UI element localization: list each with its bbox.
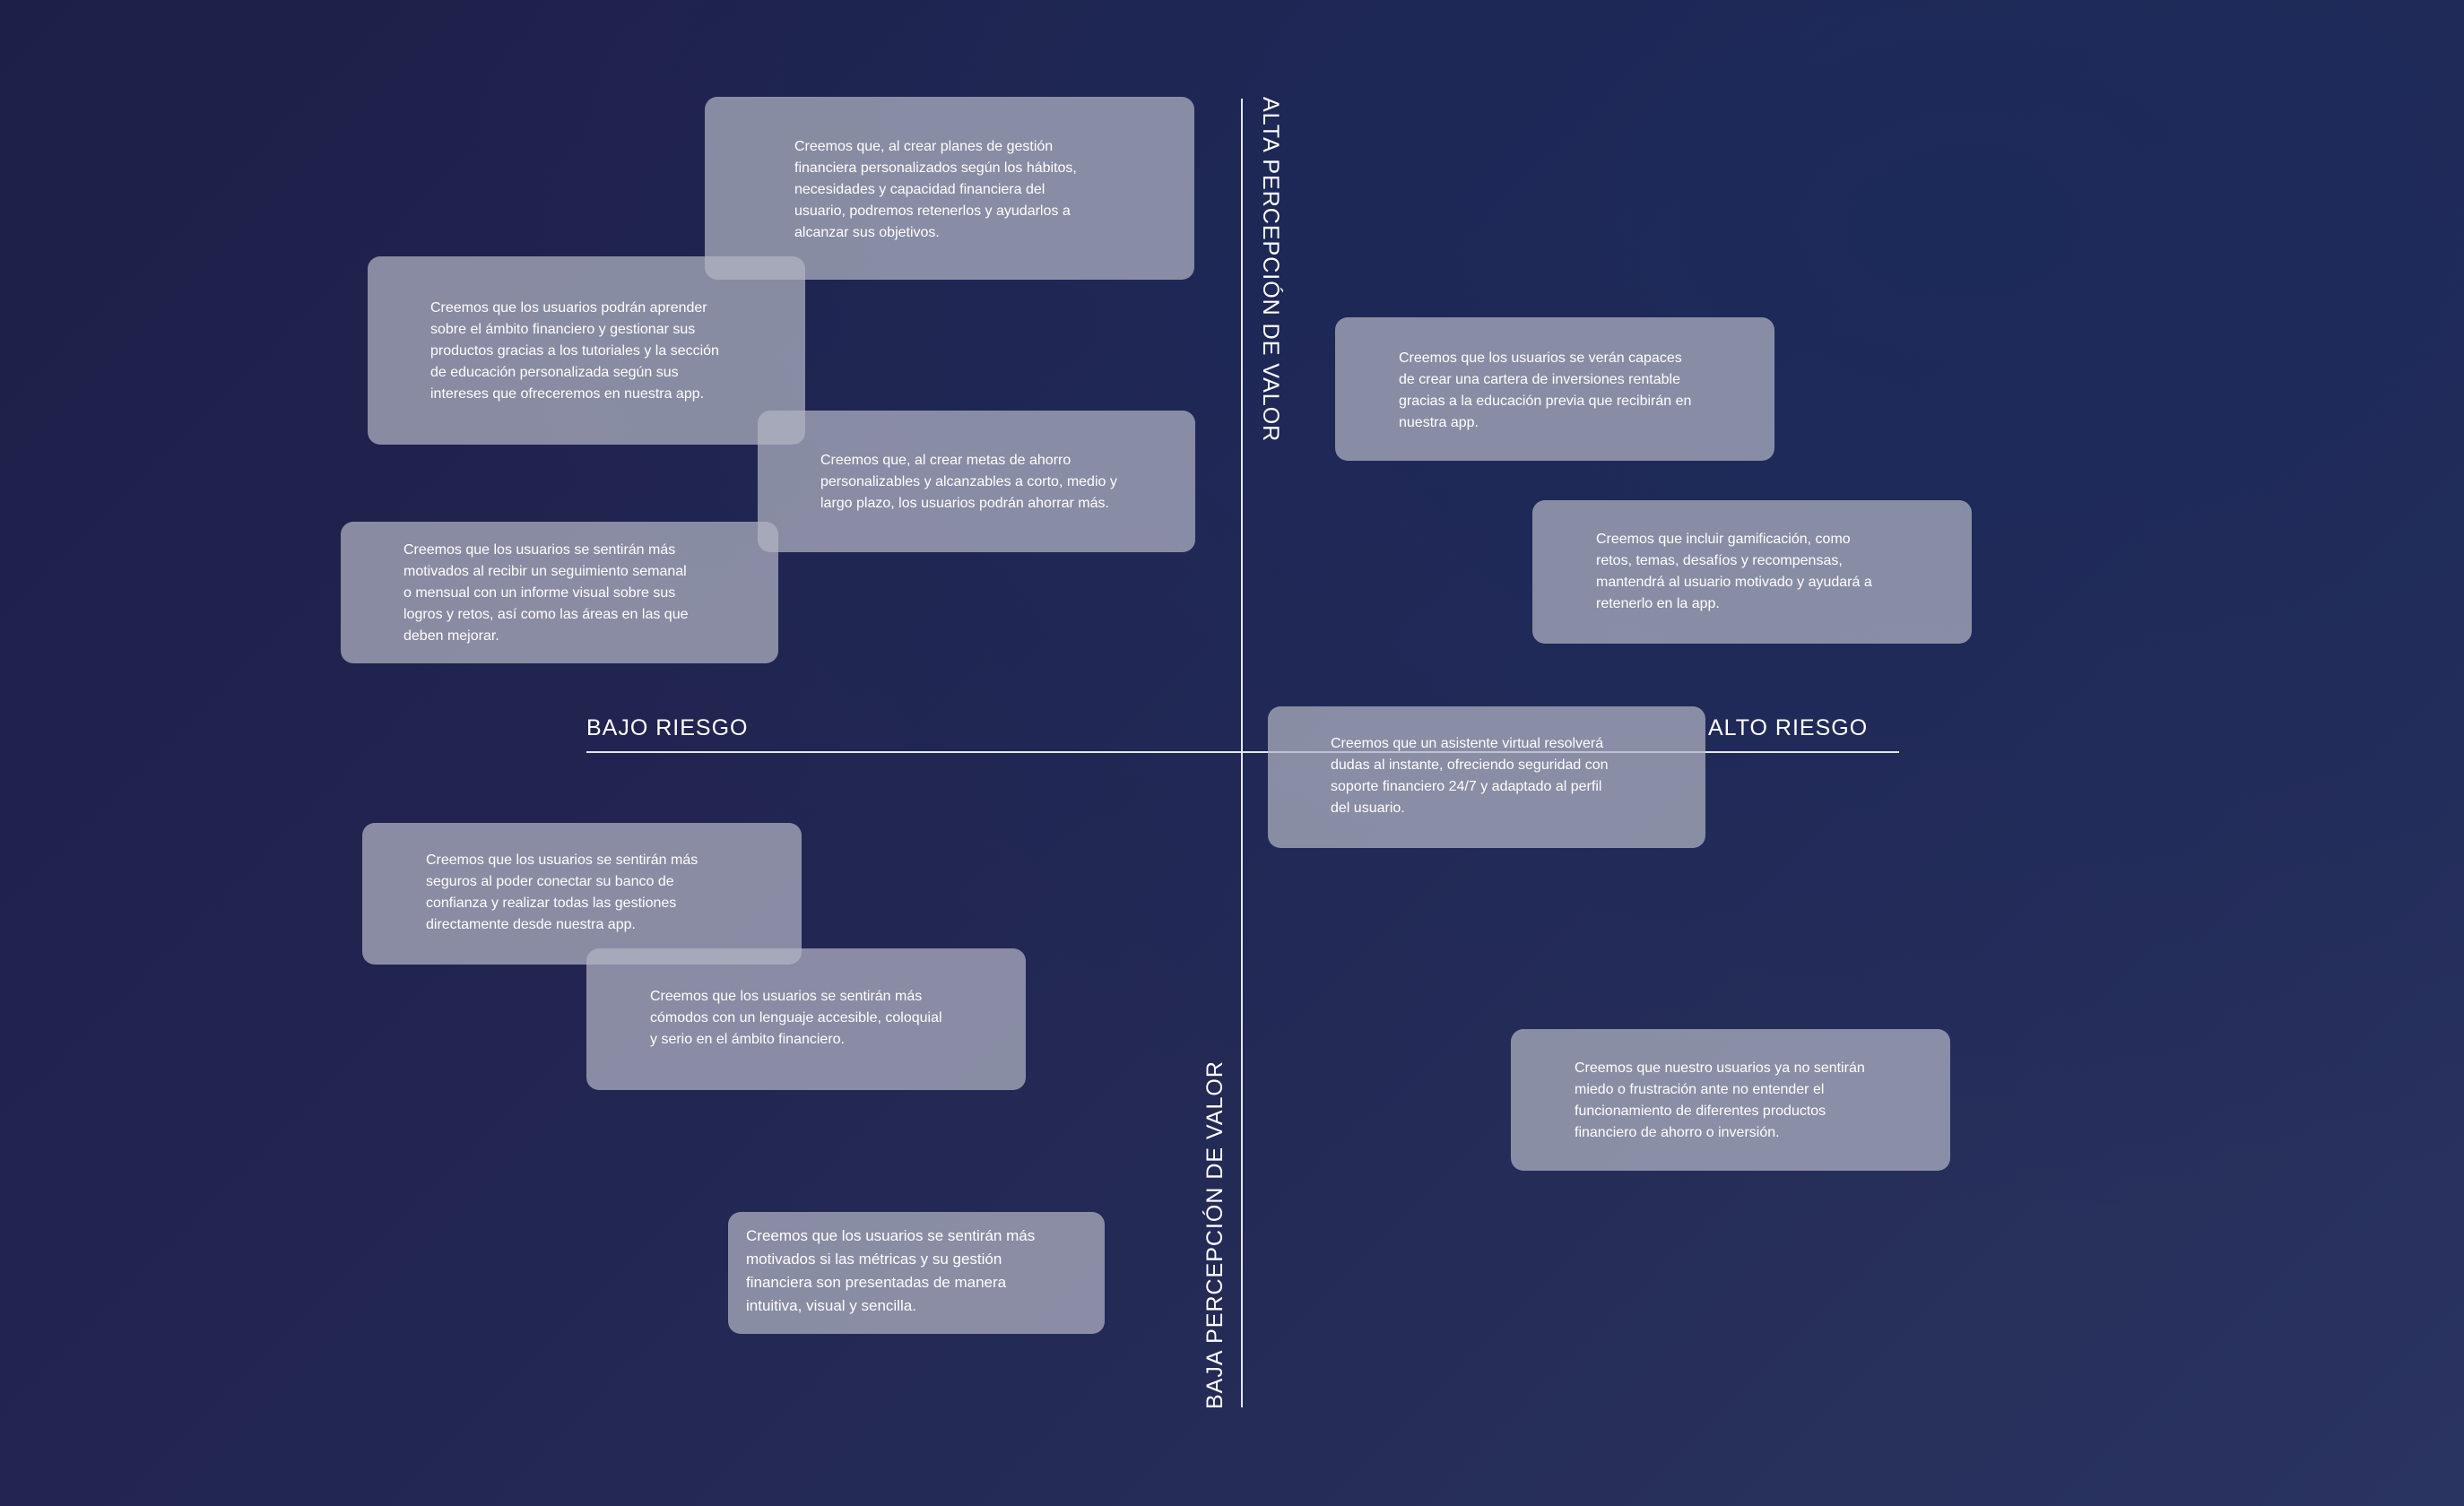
note-text: Creemos que nuestro usuarios ya no senti…: [1575, 1060, 1865, 1140]
note-text: Creemos que los usuarios se sentirán más…: [650, 989, 942, 1047]
note-text: Creemos que un asistente virtual resolve…: [1331, 736, 1609, 816]
note-text: Creemos que, al crear planes de gestión …: [794, 139, 1077, 240]
sticky-note-seguimiento[interactable]: Creemos que los usuarios se sentirán más…: [341, 522, 778, 663]
sticky-note-banco-confianza[interactable]: Creemos que los usuarios se sentirán más…: [362, 823, 802, 965]
note-text: Creemos que, al crear metas de ahorro pe…: [820, 453, 1117, 511]
sticky-note-miedo-frustracion[interactable]: Creemos que nuestro usuarios ya no senti…: [1511, 1029, 1950, 1171]
note-text: Creemos que los usuarios podrán aprender…: [430, 300, 719, 402]
sticky-note-inversiones[interactable]: Creemos que los usuarios se verán capace…: [1335, 317, 1774, 461]
axis-label-low-value: BAJA PERCEPCIÓN DE VALOR: [1202, 1060, 1228, 1409]
note-text: Creemos que los usuarios se sentirán más…: [403, 542, 689, 644]
note-text: Creemos que incluir gamificación, como r…: [1596, 532, 1872, 611]
axis-label-high-value: ALTA PERCEPCIÓN DE VALOR: [1258, 97, 1283, 443]
risk-axis-line: [586, 751, 1899, 753]
note-text: Creemos que los usuarios se sentirán más…: [746, 1227, 1036, 1314]
sticky-note-gamificacion[interactable]: Creemos que incluir gamificación, como r…: [1532, 500, 1972, 644]
sticky-note-tutoriales[interactable]: Creemos que los usuarios podrán aprender…: [368, 256, 805, 445]
axis-label-high-risk: ALTO RIESGO: [1708, 715, 1869, 740]
value-axis-line: [1241, 99, 1243, 1407]
sticky-note-metas-ahorro[interactable]: Creemos que, al crear metas de ahorro pe…: [758, 411, 1195, 552]
sticky-note-lenguaje-accesible[interactable]: Creemos que los usuarios se sentirán más…: [586, 948, 1026, 1090]
sticky-note-planes-gestion[interactable]: Creemos que, al crear planes de gestión …: [705, 97, 1194, 280]
note-text: Creemos que los usuarios se verán capace…: [1399, 351, 1692, 430]
sticky-note-metricas-visuales[interactable]: Creemos que los usuarios se sentirán más…: [728, 1212, 1105, 1334]
sticky-note-asistente-virtual[interactable]: Creemos que un asistente virtual resolve…: [1268, 706, 1705, 848]
note-text: Creemos que los usuarios se sentirán más…: [426, 853, 698, 932]
axis-label-low-risk: BAJO RIESGO: [586, 715, 749, 740]
